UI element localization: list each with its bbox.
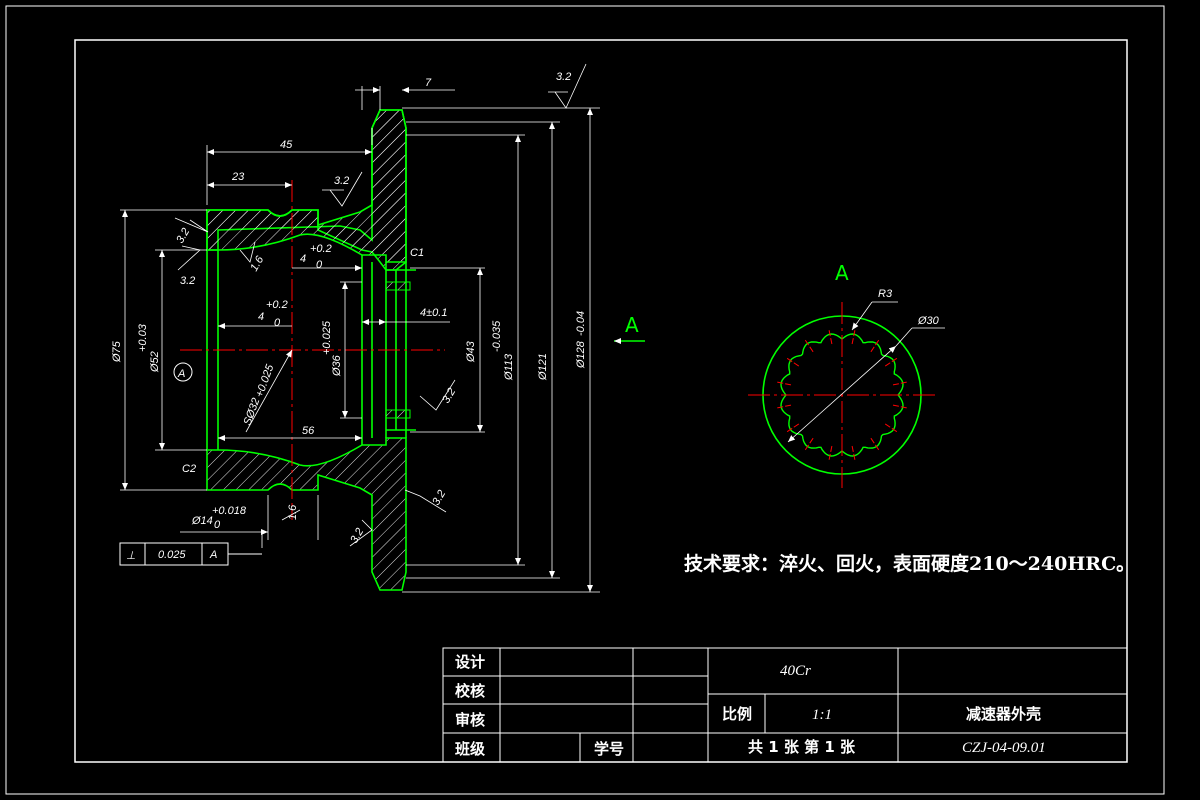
spline-tooth-centerline bbox=[775, 404, 792, 409]
tb-sheets: 共 1 张 第 1 张 bbox=[748, 738, 856, 756]
spline-tooth-centerline bbox=[851, 445, 856, 462]
spline-tooth-centerline bbox=[851, 328, 856, 345]
tolerance-datum: A bbox=[209, 549, 217, 561]
tb-check: 校核 bbox=[455, 682, 485, 700]
spline-tooth-centerline bbox=[775, 381, 792, 386]
dim-phi52-tol: +0.03 bbox=[137, 323, 149, 352]
dim-phi128-tol: -0.04 bbox=[575, 311, 587, 336]
dim-tol-4-mid-zero: 0 bbox=[274, 317, 281, 329]
tb-class: 班级 bbox=[455, 740, 486, 758]
title-block bbox=[442, 647, 1128, 763]
datum-circle bbox=[173, 362, 193, 382]
roughness-top: 3.2 bbox=[556, 71, 571, 83]
tb-material: 40Cr bbox=[780, 663, 811, 679]
dim-phi14-tol: +0.018 bbox=[212, 505, 247, 517]
roughness-left-2: 3.2 bbox=[180, 275, 195, 287]
dim-sphere-tol: +0.025 bbox=[254, 362, 277, 399]
technical-requirements: 技术要求：淬火、回火，表面硬度210～240HRC。 bbox=[684, 552, 1135, 575]
view-a: A R3 Ø30 bbox=[748, 261, 945, 488]
dim-tol-4-mid: 4 bbox=[258, 311, 264, 323]
spline-tooth-centerline bbox=[892, 381, 909, 386]
dim-phi113-tol: -0.035 bbox=[491, 320, 503, 352]
dim-23: 23 bbox=[231, 171, 245, 183]
dim-phi30: Ø30 bbox=[917, 315, 940, 327]
roughness-left-1: 3.2 bbox=[174, 226, 192, 245]
spline-tooth-centerline bbox=[892, 404, 909, 409]
chamfer-c2: C2 bbox=[182, 463, 196, 475]
dim-d16: 1.6 bbox=[287, 504, 299, 520]
dim-phi14: Ø14 bbox=[191, 515, 213, 527]
dim-phi113: Ø113 bbox=[503, 353, 515, 381]
dim-56: 56 bbox=[302, 425, 315, 437]
dim-phi14-zero: 0 bbox=[214, 519, 221, 531]
dim-phi121: Ø121 bbox=[537, 353, 549, 381]
inner-frame bbox=[74, 39, 1128, 763]
dim-tol-4-mid-plus: +0.2 bbox=[266, 299, 288, 311]
dim-phi43: Ø43 bbox=[465, 340, 477, 363]
dim-phi52: Ø52 bbox=[149, 351, 161, 373]
roughness-bottom: 3.2 bbox=[348, 526, 366, 545]
dim-tol-4-upper-zero: 0 bbox=[316, 259, 323, 271]
view-a-label: A bbox=[835, 261, 849, 285]
dim-tol-4-upper: 4 bbox=[300, 253, 306, 265]
tb-scale-label: 比例 bbox=[722, 705, 752, 723]
tolerance-value: 0.025 bbox=[158, 549, 186, 561]
roughness-flange: 3.2 bbox=[334, 175, 349, 187]
tb-part-name: 减速器外壳 bbox=[966, 705, 1041, 723]
tb-design: 设计 bbox=[455, 653, 485, 671]
dim-tol-4-01: 4±0.1 bbox=[420, 307, 447, 319]
dim-tol-4-upper-plus: +0.2 bbox=[310, 243, 332, 255]
chamfer-c1: C1 bbox=[410, 247, 424, 259]
dim-phi128: Ø128 bbox=[575, 340, 587, 369]
dim-7: 7 bbox=[425, 77, 432, 89]
tb-scale: 1:1 bbox=[812, 707, 832, 723]
datum-label: A bbox=[177, 368, 185, 380]
roughness-bore: 3.2 bbox=[440, 386, 458, 405]
tb-drawing-no: CZJ-04-09.01 bbox=[962, 740, 1046, 756]
hatch-top-fill bbox=[206, 109, 407, 263]
dim-r3: R3 bbox=[878, 288, 893, 300]
dim-45: 45 bbox=[280, 139, 293, 151]
dim-phi36: Ø36 bbox=[331, 354, 343, 377]
tb-student-no: 学号 bbox=[594, 740, 624, 758]
outer-border bbox=[5, 5, 1165, 795]
dim-phi75: Ø75 bbox=[111, 340, 123, 363]
spline-tooth-centerline bbox=[828, 328, 833, 345]
spline-tooth-centerline bbox=[828, 445, 833, 462]
hatch-bottom bbox=[206, 437, 407, 591]
tb-review: 审核 bbox=[455, 711, 485, 729]
tolerance-symbol: ⊥ bbox=[126, 550, 136, 562]
dim-sphere: SØ32 bbox=[242, 396, 263, 427]
view-arrow-label: A bbox=[625, 313, 639, 337]
roughness-bottom-flange: 3.2 bbox=[430, 488, 448, 507]
dim-phi36-tol: +0.025 bbox=[321, 320, 333, 355]
section-view: 7 45 23 56 Ø75 Ø52 +0.03 Ø36 +0.025 Ø43 … bbox=[111, 63, 645, 593]
